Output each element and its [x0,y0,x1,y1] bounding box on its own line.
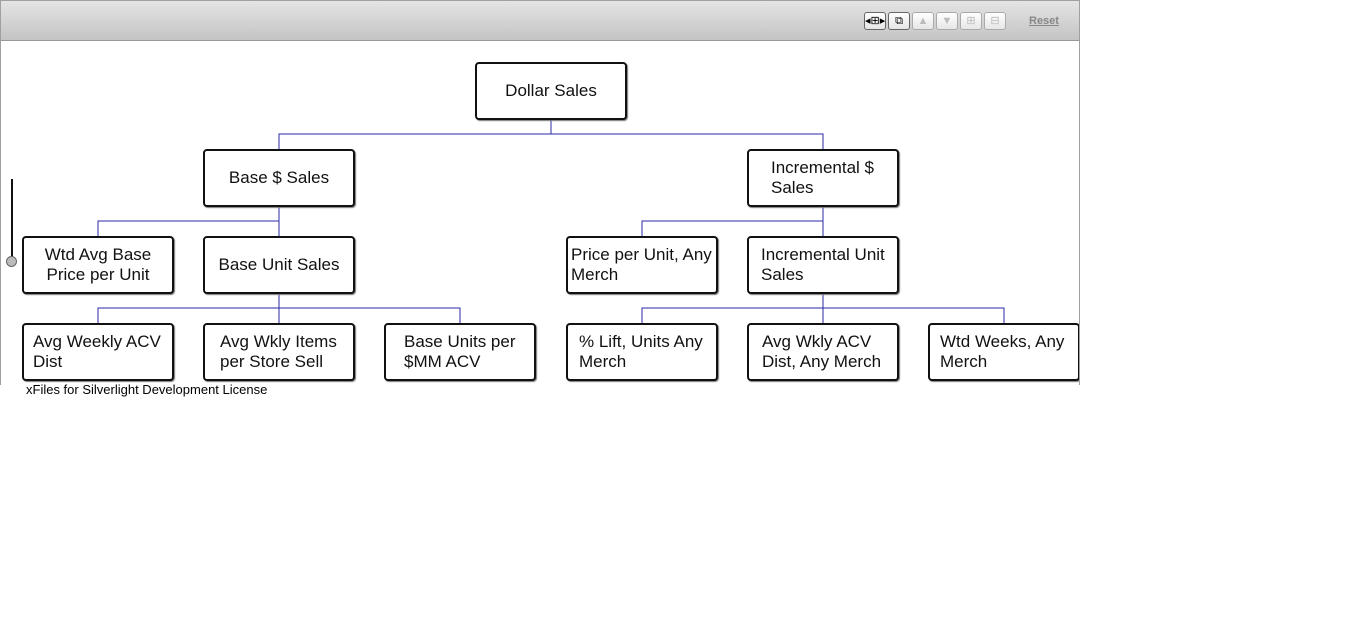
diagram-viewer: ◂⊞▸ ⧉ ▲ ▼ ⊞ ⊟ Reset Dollar Sales Base $ … [0,0,1080,385]
node-base-unit-sales[interactable]: Base Unit Sales [203,236,355,294]
node-label: Incremental $ Sales [771,158,874,197]
license-watermark: xFiles for Silverlight Development Licen… [26,382,268,397]
reset-link[interactable]: Reset [1029,15,1059,27]
node-avg-weekly-acv-dist[interactable]: Avg Weekly ACV Dist [22,323,174,381]
node-base-sales[interactable]: Base $ Sales [203,149,355,207]
arrow-down-icon: ▼ [941,15,953,27]
arrow-up-icon: ▲ [917,15,929,27]
cascade-button[interactable]: ⧉ [888,12,910,30]
node-pct-lift-units[interactable]: % Lift, Units Any Merch [566,323,718,381]
node-incremental-sales[interactable]: Incremental $ Sales [747,149,899,207]
toolbar: ◂⊞▸ ⧉ ▲ ▼ ⊞ ⊟ Reset [1,1,1079,41]
expand-icon: ⊞ [966,15,976,27]
node-avg-wkly-items[interactable]: Avg Wkly Items per Store Sell [203,323,355,381]
node-label: Dollar Sales [505,81,597,100]
move-down-button[interactable]: ▼ [936,12,958,30]
node-wtd-avg-base-price[interactable]: Wtd Avg Base Price per Unit [22,236,174,294]
node-label: Avg Wkly ACV Dist, Any Merch [762,332,882,371]
node-base-units-per-mm-acv[interactable]: Base Units per $MM ACV [384,323,536,381]
move-up-button[interactable]: ▲ [912,12,934,30]
collapse-button[interactable]: ⊟ [984,12,1006,30]
collapse-icon: ⊟ [990,15,1000,27]
node-dollar-sales[interactable]: Dollar Sales [475,62,627,120]
connector [641,293,1005,323]
node-label: Base Unit Sales [218,255,340,274]
node-price-per-unit[interactable]: Price per Unit, Any Merch [566,236,718,294]
zoom-slider-thumb[interactable] [6,256,17,267]
fit-to-screen-button[interactable]: ◂⊞▸ [864,12,886,30]
node-wtd-weeks-any-merch[interactable]: Wtd Weeks, Any Merch [928,323,1079,381]
connector [641,206,824,236]
expand-button[interactable]: ⊞ [960,12,982,30]
node-label: Price per Unit, Any Merch [571,245,712,284]
node-label: Base Units per $MM ACV [404,332,516,371]
node-incremental-unit-sales[interactable]: Incremental Unit Sales [747,236,899,294]
node-label: Wtd Avg Base Price per Unit [44,245,152,284]
connector [278,119,824,149]
node-label: Avg Wkly Items per Store Sell [220,332,337,371]
node-label: Incremental Unit Sales [761,245,885,284]
node-label: Wtd Weeks, Any Merch [940,332,1065,371]
connector [97,206,280,236]
fit-to-screen-icon: ◂⊞▸ [865,15,886,27]
connectors [97,119,1005,323]
node-label: Base $ Sales [228,168,330,187]
zoom-slider-track[interactable] [11,179,13,259]
node-avg-wkly-acv-any-merch[interactable]: Avg Wkly ACV Dist, Any Merch [747,323,899,381]
node-label: Avg Weekly ACV Dist [33,332,161,371]
cascade-windows-icon: ⧉ [895,15,903,27]
connector [97,293,461,323]
node-label: % Lift, Units Any Merch [579,332,703,371]
